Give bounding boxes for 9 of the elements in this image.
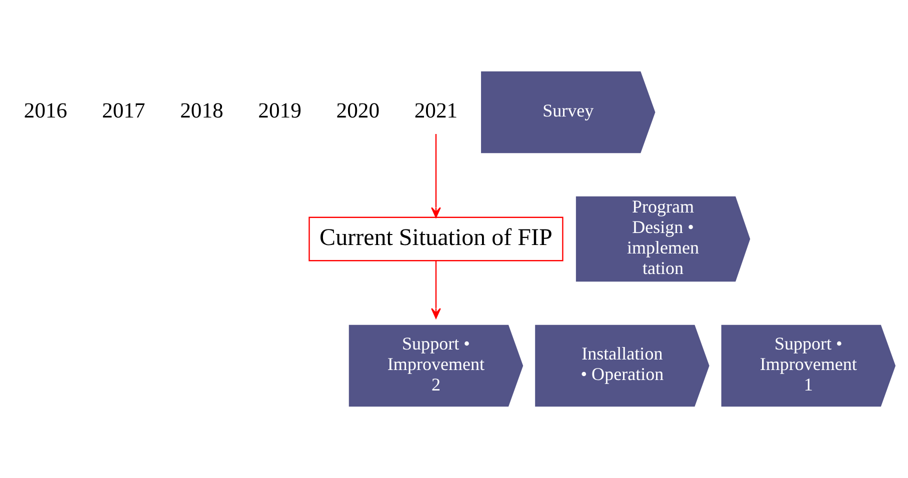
label: 2019 bbox=[258, 98, 302, 123]
node-box: Current Situation of FIP bbox=[308, 216, 564, 262]
label: 2020 bbox=[336, 98, 380, 123]
node-text: 2021 bbox=[414, 98, 458, 123]
label: 2016 bbox=[24, 98, 68, 123]
arrow bbox=[431, 134, 441, 218]
arrow bbox=[431, 260, 441, 319]
label: 2018 bbox=[180, 98, 224, 123]
label: 2017 bbox=[102, 98, 146, 123]
